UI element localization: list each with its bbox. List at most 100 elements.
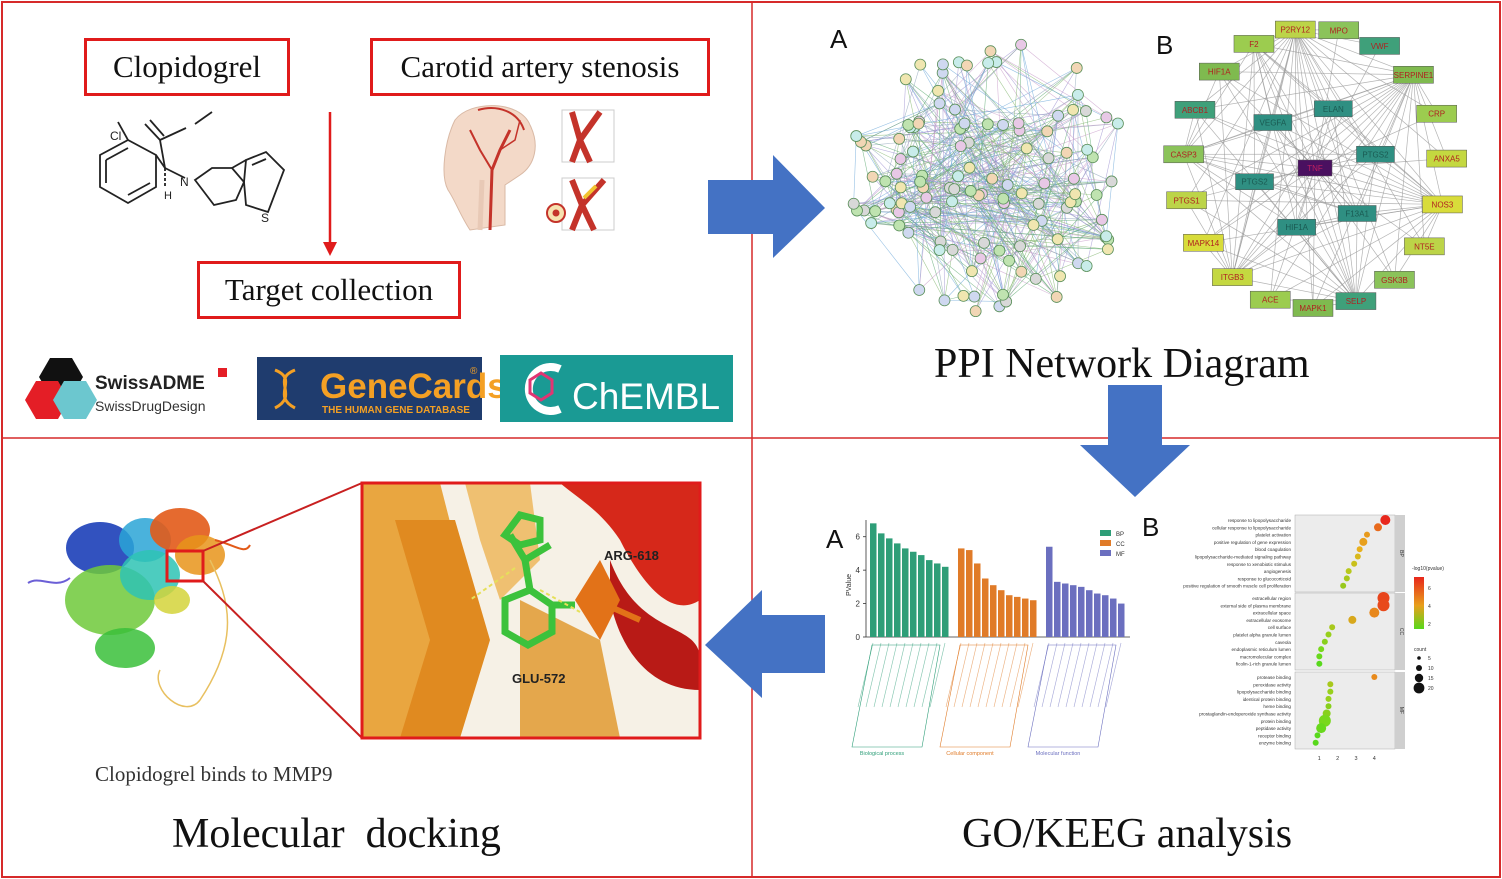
dot-mark — [1340, 582, 1347, 589]
ppi-node-label: MAPK14 — [1188, 239, 1220, 248]
atom-n: N — [180, 175, 189, 189]
dot-term-label: blood coagulation — [1255, 547, 1291, 552]
go-bar — [1022, 598, 1029, 637]
go-bar — [902, 548, 909, 637]
go-bar — [1070, 585, 1077, 637]
ppi-node — [949, 103, 961, 116]
dot-term-label: identical protein binding — [1243, 697, 1292, 702]
genecards-logo: GeneCards ® THE HUMAN GENE DATABASE — [257, 357, 507, 420]
go-bar — [918, 555, 925, 637]
ppi-node — [968, 290, 981, 303]
zoom-marker — [165, 549, 205, 583]
go-bar — [934, 563, 941, 637]
disease-label-box: Carotid artery stenosis — [370, 38, 710, 96]
ppi-node — [1072, 89, 1084, 101]
ppi-node — [869, 205, 882, 218]
dot-mark — [1371, 674, 1378, 680]
ppi-node-label: F2 — [1249, 40, 1259, 49]
ppi-network-a — [847, 38, 1124, 318]
dot-mark — [1325, 695, 1332, 702]
dot-mark — [1312, 739, 1319, 746]
ppi-node — [948, 183, 961, 195]
go-bar — [1102, 595, 1109, 637]
ppi-node — [933, 244, 946, 256]
go-bar — [942, 566, 949, 637]
dot-term-label: platelet alpha granule lumen — [1233, 633, 1291, 638]
dot-term-label: enzyme binding — [1259, 741, 1292, 746]
ppi-hub-node: CRP — [1416, 104, 1457, 123]
dot-mark — [1343, 575, 1350, 582]
genecards-title: GeneCards — [320, 367, 507, 406]
go-bar — [1086, 590, 1093, 637]
ppi-node — [920, 191, 933, 204]
ppi-node — [952, 170, 964, 183]
ppi-node — [978, 236, 990, 249]
dot-term-label: caveola — [1275, 640, 1291, 645]
ppi-node — [1012, 117, 1025, 130]
go-bar — [894, 543, 901, 637]
ppi-hub-node: GSK3B — [1374, 271, 1415, 289]
dot-term-label: prostaglandin-endoperoxide synthase acti… — [1199, 712, 1292, 717]
ppi-node — [913, 284, 926, 296]
ppi-hub-node: NT5E — [1404, 237, 1445, 256]
dot-mark — [1364, 531, 1370, 538]
go-bar — [1046, 546, 1053, 637]
dot-mark — [1327, 688, 1334, 695]
ppi-node — [958, 117, 971, 130]
genecards-subtitle: THE HUMAN GENE DATABASE — [322, 405, 470, 416]
dot-facet-label: MF — [1398, 707, 1404, 714]
ppi-node — [912, 117, 925, 130]
carotid-illustration — [443, 105, 615, 232]
ppi-inner-node: HIF1A — [1277, 218, 1316, 236]
ppi-node — [1067, 103, 1079, 116]
dot-term-label: ficolin-1-rich granule lumen — [1236, 662, 1292, 667]
ppi-node — [1015, 38, 1027, 51]
ppi-hub-node: HIF1A — [1199, 62, 1240, 81]
dot-xtick: 1 — [1318, 756, 1321, 762]
bar-ytick: 2 — [856, 600, 861, 609]
ppi-node — [946, 195, 958, 208]
bar-ytick: 0 — [856, 633, 861, 642]
ppi-hub-node: ABCB1 — [1174, 101, 1216, 119]
dot-legend-tick: 2 — [1428, 622, 1431, 628]
ppi-node — [1080, 105, 1092, 117]
ppi-node — [1032, 197, 1045, 210]
ppi-node — [907, 145, 919, 158]
bar-legend-label: CC — [1116, 542, 1125, 548]
ppi-inner-node: PTGS2 — [1235, 173, 1274, 190]
dot-term-label: external side of plasma membrane — [1221, 603, 1292, 608]
dot-mark — [1354, 553, 1361, 560]
ppi-node — [894, 153, 907, 165]
ppi-node-label: F13A1 — [1345, 209, 1369, 218]
ppi-node-label: ACE — [1262, 296, 1278, 305]
ligand — [499, 511, 575, 650]
dot-term-label: response to xenobiotic stimulus — [1227, 562, 1292, 567]
dot-term-label: peptidase activity — [1256, 726, 1292, 731]
ppi-hub-node: SELP — [1335, 292, 1377, 310]
ppi-node — [1001, 179, 1014, 191]
ppi-node-label: CASP3 — [1171, 150, 1198, 159]
go-kegg-title: GO/KEEG analysis — [962, 811, 1293, 857]
go-bar — [1078, 586, 1085, 637]
ppi-node — [938, 294, 951, 307]
ppi-node — [969, 305, 982, 318]
ppi-node — [929, 206, 942, 219]
ppi-node-label: CRP — [1428, 110, 1445, 119]
ppi-node — [893, 219, 906, 232]
dot-term-label: endoplasmic reticulum lumen — [1232, 647, 1292, 652]
ppi-node — [1067, 172, 1080, 185]
dot-term-label: receptor binding — [1258, 733, 1291, 738]
dot-count-tick: 10 — [1428, 666, 1434, 672]
dot-count-tick: 5 — [1428, 656, 1431, 662]
ppi-node — [981, 118, 994, 131]
ppi-letter-b: B — [1156, 30, 1174, 60]
ppi-node — [893, 132, 906, 145]
ppi-node — [883, 197, 896, 210]
ppi-node — [961, 59, 973, 72]
go-bar — [1094, 593, 1101, 637]
dot-mark — [1327, 681, 1334, 688]
dot-mark — [1325, 631, 1332, 638]
ppi-node-label: HIF1A — [1208, 68, 1231, 77]
